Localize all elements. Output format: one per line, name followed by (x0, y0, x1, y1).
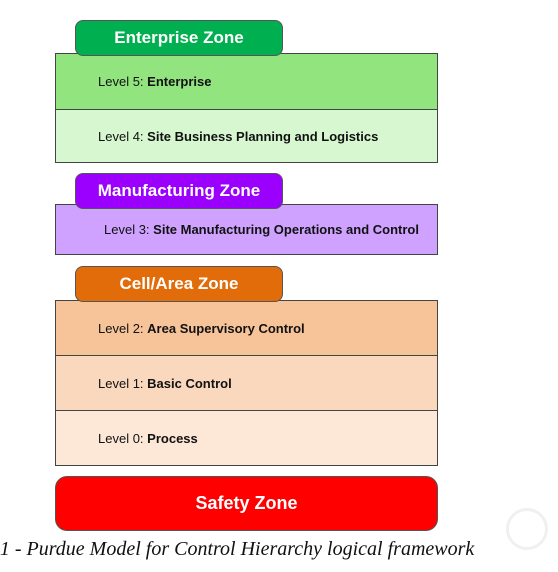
level-2-box: Level 2: Area Supervisory Control (55, 300, 438, 356)
level-1-box: Level 1: Basic Control (55, 355, 438, 411)
level-3-name: Site Manufacturing Operations and Contro… (153, 222, 419, 237)
level-5-box: Level 5: Enterprise (55, 53, 438, 110)
safety-zone-bar: Safety Zone (55, 476, 438, 531)
level-0-number: Level 0: (98, 430, 144, 446)
level-2-name: Area Supervisory Control (147, 320, 305, 336)
level-3-box: Level 3: Site Manufacturing Operations a… (55, 204, 438, 255)
level-5-name: Enterprise (147, 74, 212, 89)
level-0-name: Process (147, 430, 198, 446)
enterprise-zone-label: Enterprise Zone (114, 28, 244, 47)
level-0-box: Level 0: Process (55, 410, 438, 466)
figure-caption-text: e 1 - Purdue Model for Control Hierarchy… (0, 538, 475, 560)
level-5-number: Level 5: (98, 74, 144, 89)
level-4-box: Level 4: Site Business Planning and Logi… (55, 109, 438, 163)
level-4-name: Site Business Planning and Logistics (147, 128, 379, 144)
manufacturing-zone-label: Manufacturing Zone (97, 181, 261, 200)
level-1-name: Basic Control (147, 375, 232, 391)
level-2-number: Level 2: (98, 320, 144, 336)
manufacturing-zone-tab: Manufacturing Zone (75, 173, 283, 209)
enterprise-zone-tab: Enterprise Zone (75, 20, 283, 56)
safety-zone-label: Safety Zone (195, 493, 298, 513)
level-1-number: Level 1: (98, 375, 144, 391)
cell-area-zone-label: Cell/Area Zone (119, 274, 239, 293)
watermark-circle (506, 508, 548, 550)
cell-area-zone-tab: Cell/Area Zone (75, 266, 283, 302)
level-3-number: Level 3: (104, 222, 150, 237)
level-4-number: Level 4: (98, 128, 144, 144)
